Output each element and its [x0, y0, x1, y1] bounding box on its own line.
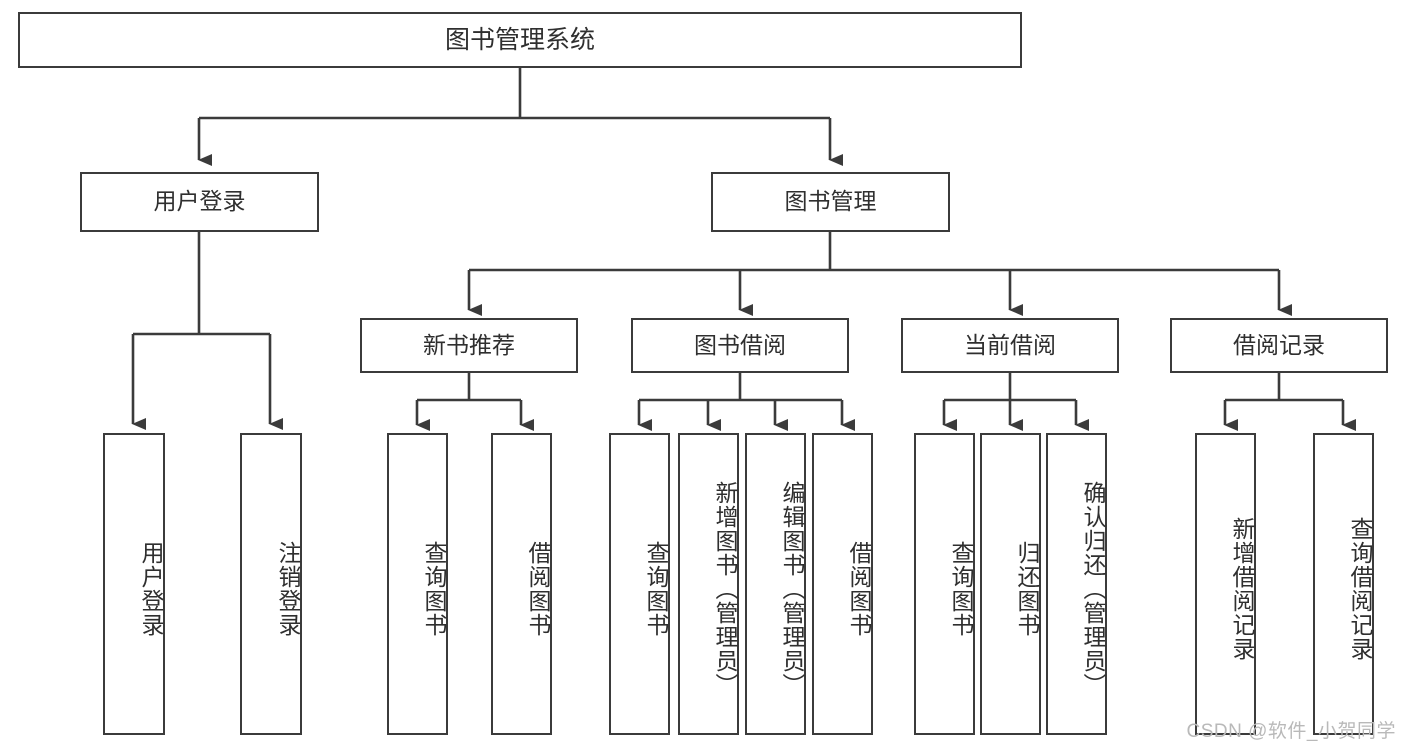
node-leaf-confirm-return-admin-label: 确认归还（管理员）: [1080, 481, 1106, 697]
node-leaf-user-login[interactable]: 用户登录: [103, 433, 165, 735]
node-user-login[interactable]: 用户登录: [80, 172, 319, 232]
node-user-login-label: 用户登录: [153, 188, 246, 215]
node-current-borrow-label: 当前借阅: [964, 331, 1056, 358]
node-leaf-query-book-rec[interactable]: 查询图书: [387, 433, 448, 735]
node-leaf-add-borrow-record-label: 新增借阅记录: [1229, 517, 1255, 661]
node-leaf-add-book-admin-label: 新增图书（管理员）: [712, 481, 738, 697]
node-leaf-user-login-label: 用户登录: [138, 541, 164, 637]
node-leaf-confirm-return-admin[interactable]: 确认归还（管理员）: [1046, 433, 1107, 735]
node-leaf-logout-login-label: 注销登录: [275, 541, 301, 637]
node-leaf-borrow-book-label: 借阅图书: [846, 541, 872, 637]
node-leaf-return-book-label: 归还图书: [1014, 541, 1040, 637]
csdn-watermark: CSDN @软件_小贺同学: [1186, 721, 1396, 742]
node-leaf-query-borrow-record[interactable]: 查询借阅记录: [1313, 433, 1374, 735]
node-new-book-recommend-label: 新书推荐: [423, 331, 515, 358]
node-leaf-query-book-current-label: 查询图书: [948, 541, 974, 637]
node-book-manage-label: 图书管理: [784, 188, 877, 215]
node-leaf-add-book-admin[interactable]: 新增图书（管理员）: [678, 433, 739, 735]
node-borrow-record[interactable]: 借阅记录: [1170, 318, 1388, 373]
node-leaf-borrow-book-rec[interactable]: 借阅图书: [491, 433, 552, 735]
node-leaf-edit-book-admin[interactable]: 编辑图书（管理员）: [745, 433, 806, 735]
node-leaf-add-borrow-record[interactable]: 新增借阅记录: [1195, 433, 1256, 735]
node-book-manage[interactable]: 图书管理: [711, 172, 950, 232]
node-leaf-logout-login[interactable]: 注销登录: [240, 433, 302, 735]
node-book-borrow[interactable]: 图书借阅: [631, 318, 849, 373]
node-leaf-borrow-book-rec-label: 借阅图书: [525, 541, 551, 637]
node-leaf-edit-book-admin-label: 编辑图书（管理员）: [779, 481, 805, 697]
node-leaf-return-book[interactable]: 归还图书: [980, 433, 1041, 735]
node-leaf-query-book-current[interactable]: 查询图书: [914, 433, 975, 735]
node-root-system-label: 图书管理系统: [444, 26, 595, 54]
node-book-borrow-label: 图书借阅: [694, 331, 786, 358]
node-root-system[interactable]: 图书管理系统: [18, 12, 1022, 68]
node-borrow-record-label: 借阅记录: [1233, 331, 1325, 358]
node-leaf-borrow-book[interactable]: 借阅图书: [812, 433, 873, 735]
node-leaf-query-borrow-record-label: 查询借阅记录: [1347, 517, 1373, 661]
node-leaf-query-book-borrow[interactable]: 查询图书: [609, 433, 670, 735]
node-leaf-query-book-borrow-label: 查询图书: [643, 541, 669, 637]
node-new-book-recommend[interactable]: 新书推荐: [360, 318, 578, 373]
node-leaf-query-book-rec-label: 查询图书: [421, 541, 447, 637]
node-current-borrow[interactable]: 当前借阅: [901, 318, 1119, 373]
